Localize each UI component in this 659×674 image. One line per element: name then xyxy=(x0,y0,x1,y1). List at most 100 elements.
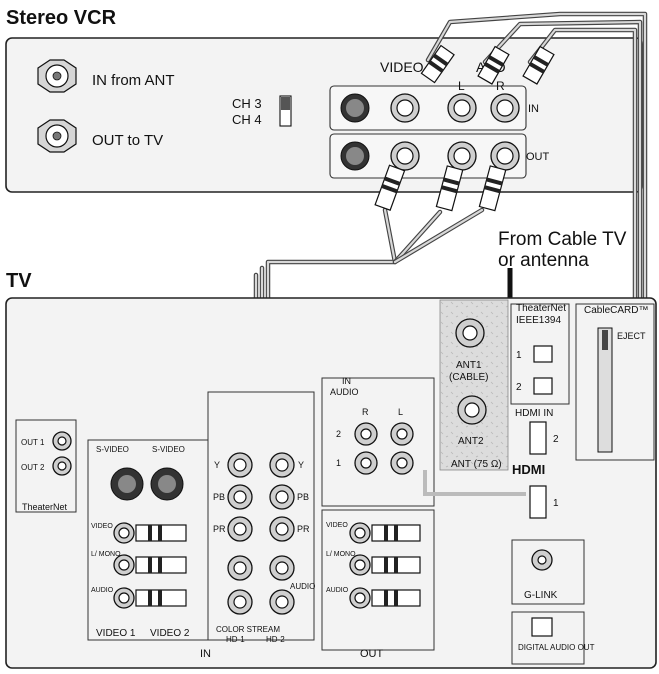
vcr-audio-l-out-jack xyxy=(447,141,477,171)
digital-audio-out-group xyxy=(511,611,585,665)
theaternet-out-group xyxy=(15,419,77,513)
vcr-out-to-tv-jack xyxy=(37,119,77,153)
l-mono-label: L/ MONO xyxy=(91,551,121,558)
ieee1394-port-2[interactable] xyxy=(533,377,553,395)
g-link-jack xyxy=(531,549,553,571)
eject-label: EJECT xyxy=(617,331,646,341)
vcr-svideo-out-jack xyxy=(340,141,370,171)
hdmi-port2-label: 2 xyxy=(553,434,559,445)
video2-plugs xyxy=(135,524,187,607)
audio-in-in-label: IN xyxy=(342,376,351,386)
vcr-title: Stereo VCR xyxy=(6,7,117,29)
video1-audio-l-jack xyxy=(113,554,135,576)
vcr-in-label: IN xyxy=(528,103,539,115)
out-l-mono-label: L/ MONO xyxy=(326,551,356,558)
hd2-audio-l-jack xyxy=(269,555,295,581)
audio-in-label: AUDIO xyxy=(330,387,359,397)
vcr-out-to-tv-label: OUT to TV xyxy=(92,132,163,149)
theaternet-label: TheaterNet xyxy=(516,303,566,314)
hdmi-port-2[interactable] xyxy=(529,421,547,455)
video2-label: VIDEO 2 xyxy=(150,628,190,639)
theaternet-bottom-label: TheaterNet xyxy=(22,502,68,512)
ant1-label: ANT1 xyxy=(456,360,482,371)
ant2-label: ANT2 xyxy=(458,436,484,447)
cablecard-slot[interactable] xyxy=(597,327,613,453)
audio-in-l-label: L xyxy=(398,407,403,417)
ieee1394-label: IEEE1394 xyxy=(516,315,561,326)
out-audio-r-jack xyxy=(349,587,371,609)
pb2-label: PB xyxy=(297,492,309,502)
pr2-label: PR xyxy=(297,524,310,534)
vcr-audio-l-in-jack xyxy=(447,93,477,123)
vcr-r-label: R xyxy=(496,79,505,93)
hdmi-in-label: HDMI IN xyxy=(515,408,553,419)
out-video-label: VIDEO xyxy=(326,522,348,529)
pb1-label: PB xyxy=(213,492,225,502)
vcr-ant-in-jack xyxy=(37,59,77,93)
hd2-y-jack xyxy=(269,452,295,478)
hd1-pr-jack xyxy=(227,516,253,542)
out1-label: OUT 1 xyxy=(21,438,45,447)
hd1-audio-r-jack xyxy=(227,589,253,615)
colorstream-group xyxy=(207,391,315,641)
svideo1-jack xyxy=(110,467,144,501)
tv-title: TV xyxy=(6,270,32,292)
vcr-svideo-in-jack xyxy=(340,93,370,123)
ant2-jack xyxy=(457,395,487,425)
theaternet-out2-jack xyxy=(52,456,72,476)
vcr-video-out-jack xyxy=(390,141,420,171)
hd1-label: HD-1 xyxy=(226,635,245,644)
cable-tv-label-line1: From Cable TV xyxy=(498,229,627,250)
out-bottom-label: OUT xyxy=(360,648,384,660)
vcr-in-plugs xyxy=(420,44,555,85)
out2-label: OUT 2 xyxy=(21,463,45,472)
vcr-audio-r-in-jack xyxy=(490,93,520,123)
out-audio-l-jack xyxy=(349,554,371,576)
vcr-in-group xyxy=(329,85,527,131)
vcr-channel-switch[interactable] xyxy=(279,95,292,127)
ieee-port2-label: 2 xyxy=(516,382,522,393)
ant-75-label: ANT (75 Ω) xyxy=(451,459,502,470)
vcr-out-plugs xyxy=(374,164,507,212)
hd1-audio-l-jack xyxy=(227,555,253,581)
theaternet-group xyxy=(510,303,570,405)
ant1-jack xyxy=(455,318,485,348)
vcr-ch4-label: CH 4 xyxy=(232,112,262,127)
digital-audio-out-label: DIGITAL AUDIO OUT xyxy=(518,643,595,652)
vcr-out-label: OUT xyxy=(526,151,550,163)
hd2-pb-jack xyxy=(269,484,295,510)
svideo1-label: S-VIDEO xyxy=(96,445,129,454)
hd1-y-jack xyxy=(227,452,253,478)
audio-in-r-label: R xyxy=(362,407,369,417)
audio-in2-r-jack xyxy=(354,422,378,446)
vcr-video-label: VIDEO xyxy=(380,59,424,75)
hd1-pb-jack xyxy=(227,484,253,510)
hd2-label: HD-2 xyxy=(266,635,285,644)
svideo2-jack xyxy=(150,467,184,501)
digital-audio-out-port[interactable] xyxy=(531,617,553,637)
y2-label: Y xyxy=(298,460,304,470)
audio-in1-r-jack xyxy=(354,451,378,475)
ieee1394-port-1[interactable] xyxy=(533,345,553,363)
eject-button-handle[interactable] xyxy=(602,330,608,350)
cable-tv-label-line2: or antenna xyxy=(498,250,589,271)
video-input-label: VIDEO xyxy=(91,523,113,530)
g-link-group xyxy=(511,539,585,605)
out-video-jack xyxy=(349,522,371,544)
cablecard-label: CableCARD™ xyxy=(584,305,648,316)
vcr-channel-switch-knob xyxy=(281,97,290,110)
ant1-cable-label: (CABLE) xyxy=(449,372,488,383)
vcr-audio-r-out-jack xyxy=(490,141,520,171)
pr1-label: PR xyxy=(213,524,226,534)
video1-label: VIDEO 1 xyxy=(96,628,136,639)
vcr-l-label: L xyxy=(458,79,465,93)
hdmi-port-1[interactable] xyxy=(529,485,547,519)
audio-in2-l-jack xyxy=(390,422,414,446)
video1-video-jack xyxy=(113,522,135,544)
svideo2-label: S-VIDEO xyxy=(152,445,185,454)
out-audio-label: AUDIO xyxy=(326,587,349,594)
hdmi-logo: HDMI xyxy=(512,462,545,477)
vcr-in-from-ant-label: IN from ANT xyxy=(92,72,175,89)
audio-in-group xyxy=(321,377,435,507)
